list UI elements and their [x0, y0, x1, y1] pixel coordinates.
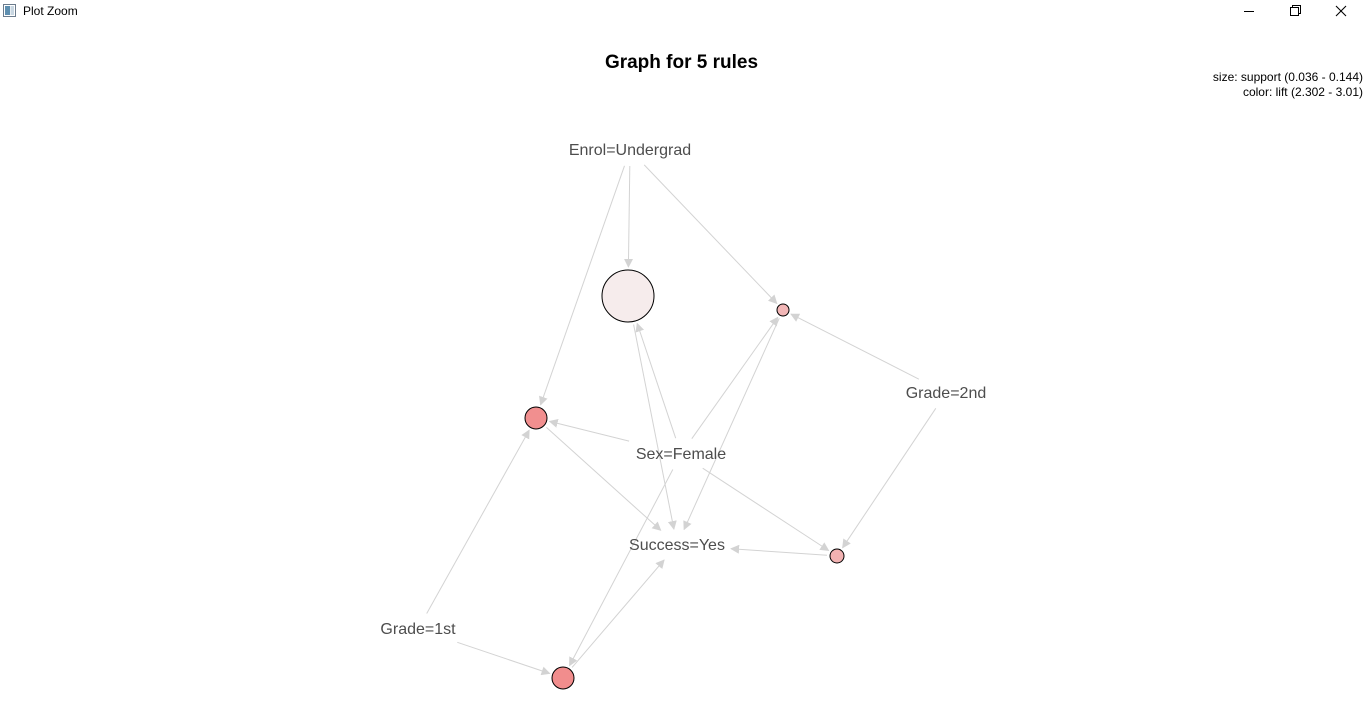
edge-sexf-to-r1 [635, 322, 677, 439]
edge-enrol-to-r1 [624, 165, 634, 268]
minimize-button[interactable] [1226, 0, 1272, 24]
edge-r3-to-success [546, 427, 662, 531]
item-label-grade1: Grade=1st [380, 621, 456, 638]
edge-sexf-to-r3 [548, 418, 630, 442]
edge-sexf-to-r2 [691, 316, 779, 439]
restore-button[interactable] [1272, 0, 1318, 24]
edge-enrol-to-r3 [539, 165, 625, 406]
edge-grade1-to-r3 [426, 429, 530, 614]
restore-icon [1290, 5, 1301, 16]
edge-sexf-to-r5 [569, 469, 674, 667]
edge-sexf-to-r4 [702, 467, 830, 551]
rule-node-r5 [551, 666, 575, 690]
rule-node-r2 [776, 303, 790, 317]
item-labels-layer: Enrol=UndergradGrade=2ndSex=FemaleSucces… [380, 142, 986, 638]
edge-grade2-to-r2 [790, 313, 920, 380]
item-label-success: Success=Yes [629, 537, 725, 554]
edges-layer [426, 164, 937, 676]
rule-node-r1 [601, 269, 655, 323]
close-icon [1335, 5, 1347, 17]
edge-r1-to-success [633, 324, 677, 530]
item-label-enrol: Enrol=Undergrad [569, 142, 691, 159]
title-bar[interactable]: Plot Zoom [0, 0, 1363, 24]
plot-title: Graph for 5 rules [604, 52, 759, 73]
close-button[interactable] [1318, 0, 1363, 24]
item-label-sexf: Sex=Female [636, 446, 726, 463]
rule-node-r3 [524, 406, 548, 430]
legend-size-text: size: support (0.036 - 0.144) [1212, 70, 1363, 84]
window-title: Plot Zoom [23, 4, 78, 18]
edge-r5-to-success [571, 559, 665, 668]
edge-grade1-to-r5 [457, 641, 551, 676]
rule-nodes-layer [524, 269, 845, 690]
edge-grade2-to-r4 [842, 408, 937, 549]
plot-window-icon [3, 4, 16, 17]
edge-r4-to-success [730, 544, 828, 556]
edge-enrol-to-r2 [643, 164, 778, 305]
rule-node-r4 [829, 548, 845, 564]
edge-r2-to-success [683, 317, 780, 531]
item-label-grade2: Grade=2nd [906, 385, 987, 402]
minimize-icon [1244, 11, 1254, 12]
legend-color-text: color: lift (2.302 - 3.01) [1242, 85, 1363, 99]
